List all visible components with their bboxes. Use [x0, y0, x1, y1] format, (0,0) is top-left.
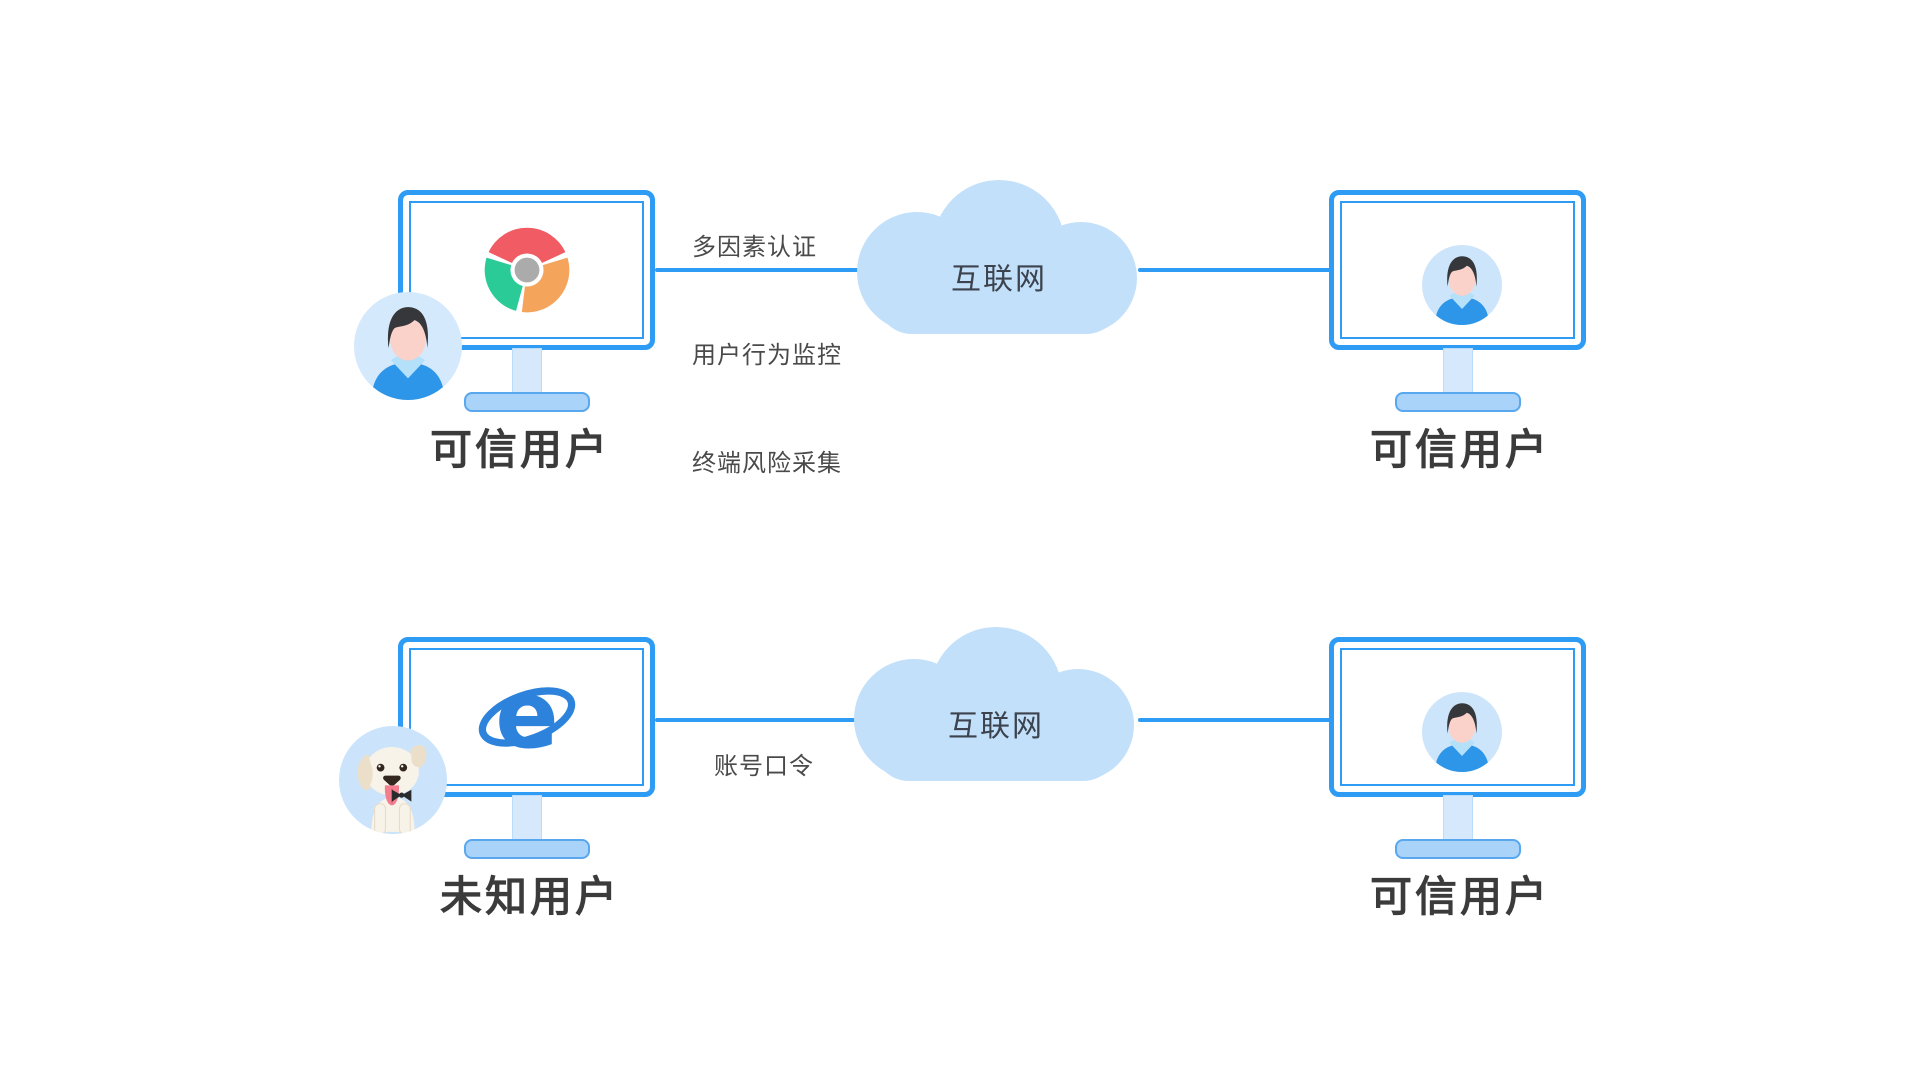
annotation-line: 用户行为监控: [692, 342, 842, 369]
connector-line: [1138, 268, 1332, 272]
monitor-stand-base: [464, 392, 590, 412]
user-label: 可信用户: [1369, 426, 1550, 473]
cloud-label: 互联网: [951, 263, 1047, 296]
cloud-icon: [854, 627, 1134, 781]
connector-line: [1138, 718, 1332, 722]
monitor-stand-base: [1395, 839, 1521, 859]
monitor-stand-base: [1395, 392, 1521, 412]
cloud-label: 互联网: [948, 710, 1044, 743]
cloud-icon: [857, 180, 1137, 334]
monitor-screen: [398, 190, 655, 350]
screen-bezel: [409, 648, 644, 786]
monitor-stand-base: [464, 839, 590, 859]
svg-text:e: e: [495, 665, 558, 769]
user-label: 未知用户: [439, 873, 620, 920]
annotation-line: 多因素认证: [692, 234, 817, 261]
monitor-screen: [1329, 637, 1586, 797]
monitor-trusted-target: [1329, 190, 1586, 420]
monitor-stand-neck: [1443, 348, 1473, 396]
screen-bezel: [1340, 648, 1575, 786]
monitor-stand-neck: [512, 795, 542, 843]
connector-line: [655, 718, 860, 722]
monitor-stand-neck: [512, 348, 542, 396]
trusted-flow-row: 多因素认证 用户行为监控 终端风险采集 互联网: [0, 180, 1920, 477]
person-avatar: [1422, 692, 1502, 772]
chrome-logo-icon: [484, 227, 569, 313]
user-label: 可信用户: [429, 426, 610, 473]
annotation-line: 账号口令: [714, 753, 814, 780]
unknown-flow-row: 账号口令 互联网 e: [0, 627, 1920, 920]
person-avatar: [354, 292, 462, 400]
screen-bezel: [409, 201, 644, 339]
dog-avatar: [339, 726, 447, 834]
screen-bezel: [1340, 201, 1575, 339]
ie-logo-icon: e: [478, 665, 575, 769]
monitor-trusted-target: [1329, 637, 1586, 867]
link-annotation: 多因素认证 用户行为监控 终端风险采集: [692, 158, 842, 554]
link-annotation: 账号口令: [714, 677, 814, 857]
monitor-screen: [1329, 190, 1586, 350]
person-avatar: [1422, 245, 1502, 325]
internet-cloud: 互联网: [853, 176, 1145, 338]
internet-cloud: 互联网: [850, 623, 1142, 785]
user-label: 可信用户: [1369, 873, 1550, 920]
monitor-trusted-source: [398, 190, 655, 420]
connector-line: [655, 268, 860, 272]
annotation-line: 终端风险采集: [692, 450, 842, 477]
monitor-stand-neck: [1443, 795, 1473, 843]
